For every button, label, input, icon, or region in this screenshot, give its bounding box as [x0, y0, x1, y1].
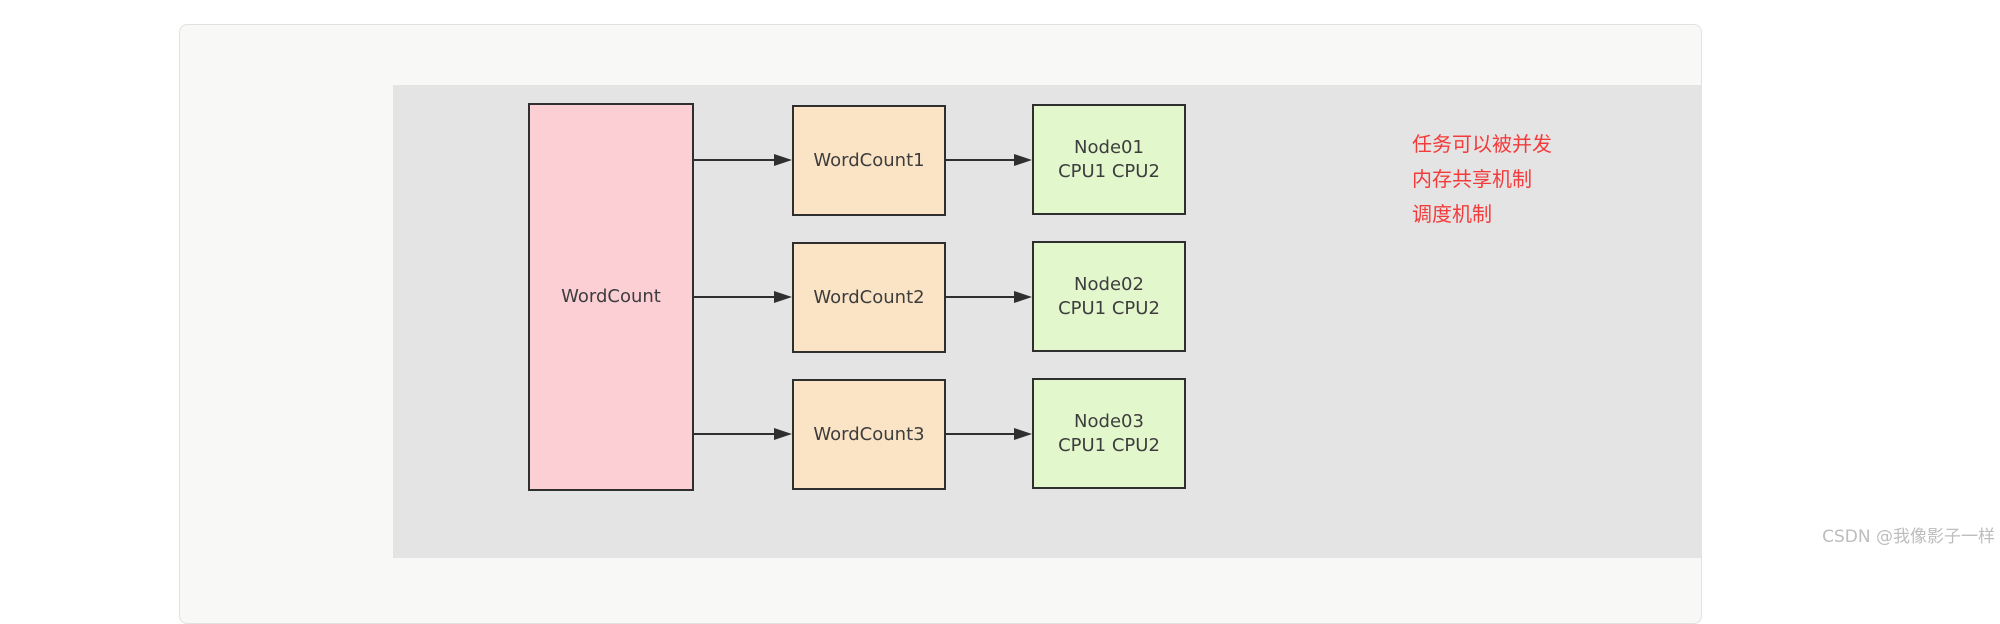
arrow-shaft [946, 296, 1014, 298]
arrowhead-icon [774, 154, 792, 166]
annotation-line-2: 内存共享机制 [1412, 167, 1532, 191]
arrow-source-to-worker2 [694, 291, 792, 303]
source-node-label: WordCount [561, 286, 661, 307]
arrow-worker3-to-node03 [946, 428, 1032, 440]
compute-node-title: Node01 [1074, 136, 1144, 158]
arrow-shaft [694, 296, 774, 298]
compute-node-subtitle: CPU1 CPU2 [1058, 434, 1160, 456]
arrow-shaft [946, 433, 1014, 435]
worker-node-label: WordCount1 [813, 149, 925, 171]
worker-node-label: WordCount2 [813, 286, 925, 308]
arrowhead-icon [1014, 291, 1032, 303]
compute-node-subtitle: CPU1 CPU2 [1058, 160, 1160, 182]
watermark-text: CSDN @我像影子一样 [1822, 527, 1995, 547]
annotation-text: 任务可以被并发 内存共享机制 调度机制 [1412, 127, 1552, 232]
watermark: CSDN @我像影子一样 [1822, 522, 1995, 547]
worker-node-label: WordCount3 [813, 423, 925, 445]
page: WordCount WordCount1 WordCount2 WordCoun… [179, 24, 1995, 624]
worker-node-wordcount1: WordCount1 [792, 105, 946, 216]
arrow-shaft [694, 433, 774, 435]
arrow-shaft [946, 159, 1014, 161]
compute-node-title: Node02 [1074, 273, 1144, 295]
compute-node-node02: Node02 CPU1 CPU2 [1032, 241, 1186, 352]
arrowhead-icon [1014, 428, 1032, 440]
worker-node-wordcount3: WordCount3 [792, 379, 946, 490]
arrow-shaft [694, 159, 774, 161]
compute-node-node01: Node01 CPU1 CPU2 [1032, 104, 1186, 215]
arrowhead-icon [1014, 154, 1032, 166]
arrow-worker2-to-node02 [946, 291, 1032, 303]
worker-node-wordcount2: WordCount2 [792, 242, 946, 353]
arrowhead-icon [774, 291, 792, 303]
compute-node-subtitle: CPU1 CPU2 [1058, 297, 1160, 319]
arrow-source-to-worker3 [694, 428, 792, 440]
arrow-source-to-worker1 [694, 154, 792, 166]
compute-node-title: Node03 [1074, 410, 1144, 432]
arrow-worker1-to-node01 [946, 154, 1032, 166]
annotation-line-3: 调度机制 [1412, 202, 1492, 226]
arrowhead-icon [774, 428, 792, 440]
annotation-line-1: 任务可以被并发 [1412, 132, 1552, 156]
source-node-wordcount: WordCount [528, 103, 694, 491]
compute-node-node03: Node03 CPU1 CPU2 [1032, 378, 1186, 489]
